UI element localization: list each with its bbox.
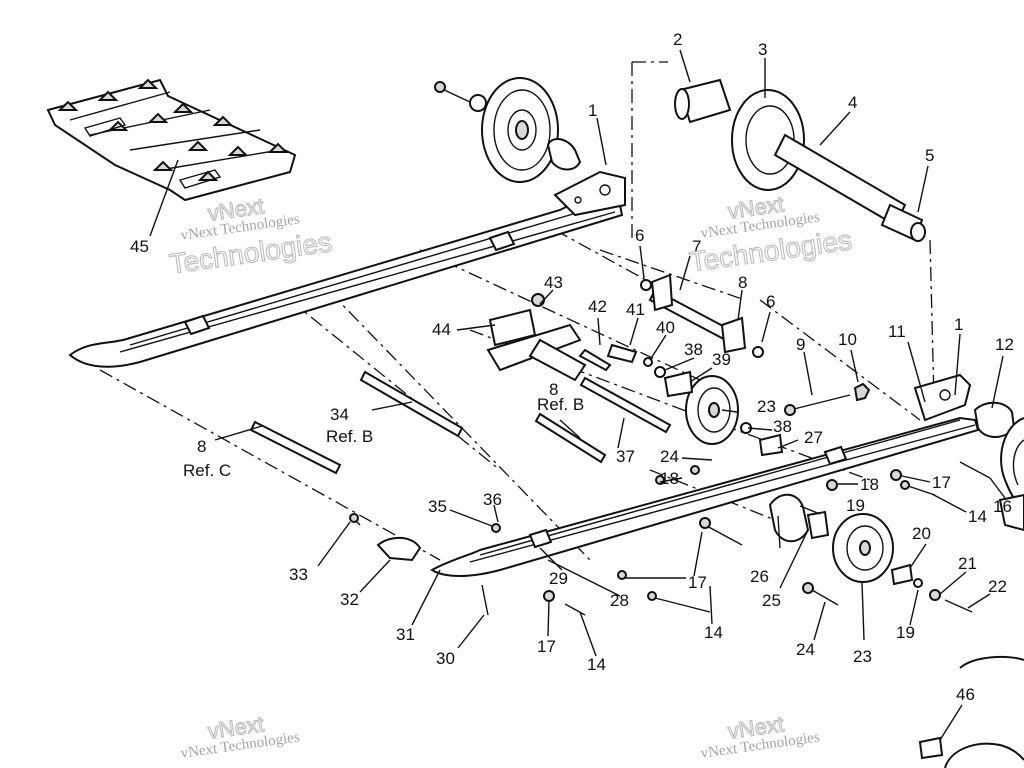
- callout-19-bottom: 19: [896, 623, 915, 642]
- callout-16: 16: [993, 497, 1012, 516]
- callout-7: 7: [692, 237, 701, 256]
- left-slide-rail: [68, 170, 626, 368]
- callout-29: 29: [549, 569, 568, 588]
- callout-18-left: 18: [660, 469, 679, 488]
- leader-lines: [149, 49, 1006, 741]
- callout-3: 3: [758, 40, 767, 59]
- callout-46: 46: [956, 685, 975, 704]
- watermark-4: vNext vNext Technologies: [700, 711, 821, 762]
- shafts: [249, 370, 672, 475]
- callout-33: 33: [289, 565, 308, 584]
- callout-6-right: 6: [766, 292, 775, 311]
- watermark-2: vNext vNext Technologies Technologies: [687, 191, 854, 278]
- callout-9: 9: [796, 335, 805, 354]
- upper-idler-wheel: [434, 77, 582, 183]
- callout-42: 42: [588, 297, 607, 316]
- callout-14-bottom: 14: [587, 655, 606, 674]
- callout-27: 27: [804, 428, 823, 447]
- callout-11: 11: [888, 322, 906, 341]
- callout-8-refc: 8: [197, 437, 206, 456]
- lower-idler-wheel: [768, 493, 973, 613]
- callout-24-mid: 24: [660, 447, 679, 466]
- callout-17-right: 17: [932, 473, 951, 492]
- rail-tip-parts: [349, 513, 501, 616]
- track-clip-assembly: [46, 78, 297, 202]
- edge-parts: [918, 417, 1024, 768]
- callout-12: 12: [995, 335, 1014, 354]
- callout-labels: 2 3 4 5 1 45 6 7 8 6 43 44 42 41 40 38 3…: [130, 30, 1014, 704]
- cross-shaft-assembly: [640, 273, 764, 358]
- callout-44: 44: [432, 320, 451, 339]
- callout-43: 43: [544, 273, 563, 292]
- callout-28: 28: [610, 591, 629, 610]
- callout-1-top: 1: [588, 101, 597, 120]
- callout-38-top: 38: [684, 340, 703, 359]
- callout-1-right: 1: [954, 315, 963, 334]
- callout-25: 25: [762, 591, 781, 610]
- watermark-3: vNext vNext Technologies: [180, 711, 301, 762]
- callout-19-top: 19: [846, 496, 865, 515]
- callout-22: 22: [988, 577, 1007, 596]
- callout-32: 32: [340, 590, 359, 609]
- callout-5: 5: [925, 146, 934, 165]
- callout-45: 45: [130, 237, 149, 256]
- ref-b-left: Ref. B: [326, 427, 373, 446]
- callout-8-top: 8: [738, 273, 747, 292]
- callout-21: 21: [958, 554, 977, 573]
- callout-10: 10: [838, 330, 857, 349]
- callout-6-left: 6: [635, 226, 644, 245]
- callout-41: 41: [626, 300, 645, 319]
- alignment-lines: [99, 61, 935, 561]
- callout-23-bottom: 23: [853, 647, 872, 666]
- callout-8-refb-mid: 8: [549, 380, 558, 399]
- front-arm-assembly: [486, 293, 638, 382]
- callout-31: 31: [396, 625, 415, 644]
- callout-35: 35: [428, 497, 447, 516]
- ref-c: Ref. C: [183, 461, 231, 480]
- callout-26: 26: [750, 567, 769, 586]
- callout-30: 30: [436, 649, 455, 668]
- callout-36: 36: [483, 490, 502, 509]
- callout-4: 4: [848, 93, 857, 112]
- center-idler-wheel: [643, 357, 784, 457]
- rear-axle-assembly: [674, 78, 926, 242]
- callout-18-right: 18: [860, 475, 879, 494]
- callout-40: 40: [656, 318, 675, 337]
- callout-2: 2: [673, 30, 682, 49]
- callout-17-mid: 17: [688, 573, 707, 592]
- right-slide-rail: [430, 373, 980, 577]
- callout-34: 34: [330, 405, 349, 424]
- callout-14-right: 14: [968, 507, 987, 526]
- callout-38-mid: 38: [773, 417, 792, 436]
- ref-b-mid: Ref. B: [537, 395, 584, 414]
- watermarks: vNext vNext Technologies Technologies vN…: [167, 191, 854, 762]
- callout-17-bottom: 17: [537, 637, 556, 656]
- callout-14-mid: 14: [704, 623, 723, 642]
- callout-24-bottom: 24: [796, 640, 815, 659]
- fasteners: [543, 382, 1016, 616]
- callout-23-mid: 23: [757, 397, 776, 416]
- callout-37: 37: [616, 447, 635, 466]
- callout-20: 20: [912, 524, 931, 543]
- callout-39: 39: [712, 350, 731, 369]
